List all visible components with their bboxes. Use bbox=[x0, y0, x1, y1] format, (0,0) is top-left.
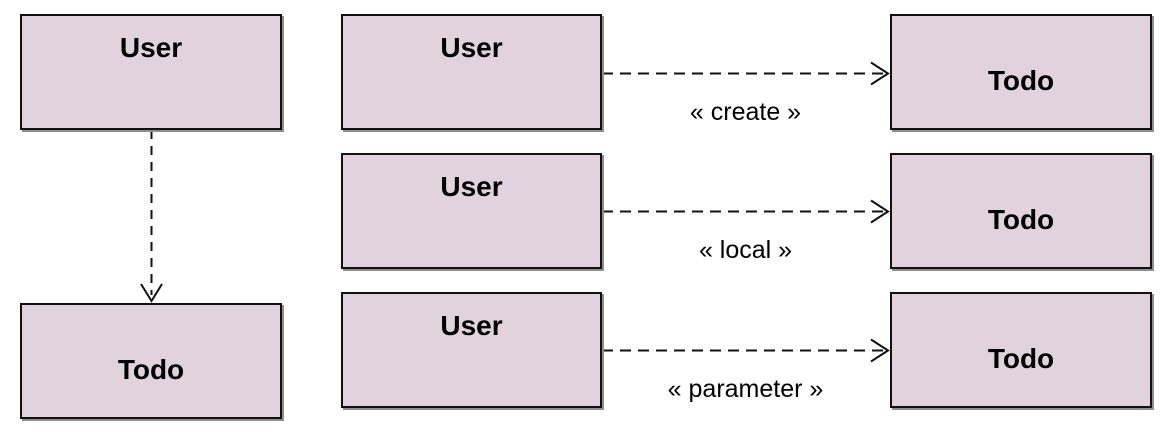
class-node-todo-left: Todo bbox=[20, 303, 282, 419]
node-label: Todo bbox=[987, 343, 1055, 374]
dependency-arrow-parameter bbox=[602, 338, 890, 363]
class-node-todo-row1: Todo bbox=[890, 14, 1152, 130]
class-node-todo-row2: Todo bbox=[890, 153, 1152, 269]
class-node-user-row1: User bbox=[341, 14, 602, 130]
node-label: Todo bbox=[987, 204, 1055, 235]
node-label: Todo bbox=[117, 354, 185, 385]
class-node-user-row3: User bbox=[341, 292, 602, 408]
stereotype-label-create: « create » bbox=[689, 98, 802, 126]
node-label: User bbox=[119, 32, 183, 63]
dependency-arrow-create bbox=[602, 61, 890, 86]
stereotype-label-parameter: « parameter » bbox=[667, 375, 824, 403]
class-node-user-row2: User bbox=[341, 153, 602, 269]
node-label: User bbox=[440, 32, 503, 63]
dependency-arrow-local bbox=[602, 199, 890, 224]
node-label: Todo bbox=[987, 65, 1055, 96]
node-label: User bbox=[440, 171, 503, 202]
dependency-arrow-vertical bbox=[140, 130, 163, 303]
node-label: User bbox=[440, 310, 503, 341]
class-node-user-left: User bbox=[20, 14, 282, 130]
class-node-todo-row3: Todo bbox=[890, 292, 1152, 408]
stereotype-label-local: « local » bbox=[698, 236, 793, 264]
